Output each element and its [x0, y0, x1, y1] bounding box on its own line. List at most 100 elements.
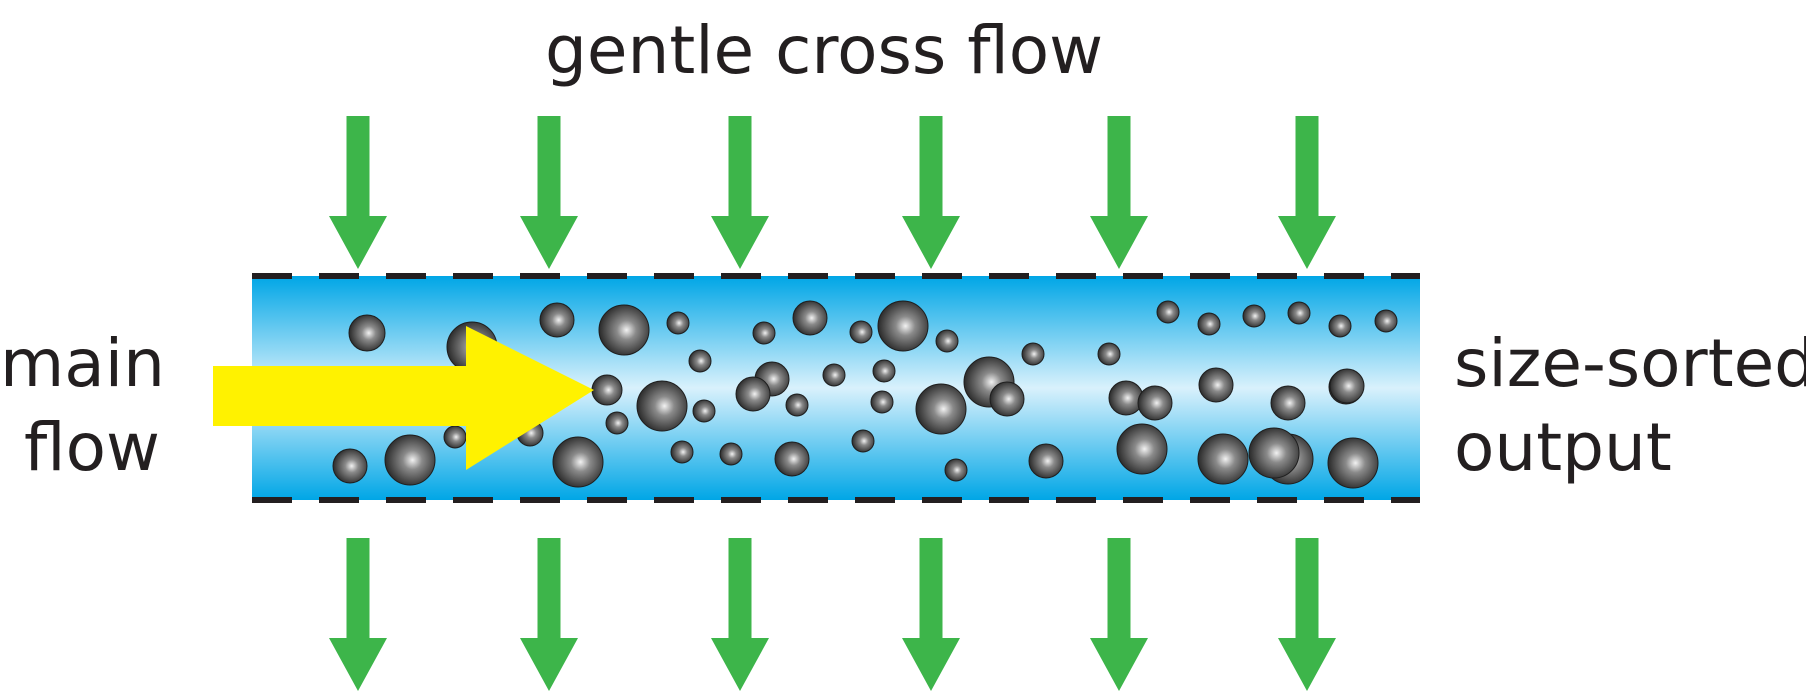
bottom-membrane-segment	[989, 497, 1029, 503]
particle	[877, 300, 929, 352]
bottom-membrane-segment	[1391, 497, 1420, 503]
particle	[1248, 427, 1300, 479]
particles	[332, 300, 1398, 489]
bottom-cross-flow-arrows	[329, 538, 1336, 691]
cross-flow-arrow-in	[902, 116, 960, 269]
cross-flow-arrow-in	[711, 116, 769, 269]
particle	[1137, 385, 1173, 421]
particle	[1156, 300, 1180, 324]
top-membrane-segment	[721, 273, 761, 279]
particle	[785, 393, 809, 417]
top-cross-flow-arrows	[329, 116, 1336, 269]
particle	[1329, 368, 1365, 404]
cross-flow-arrow-out	[1090, 538, 1148, 691]
particle	[1097, 342, 1121, 366]
cross-flow-arrow-in	[520, 116, 578, 269]
particle	[1108, 380, 1144, 416]
bottom-membrane-segment	[922, 497, 962, 503]
particle	[1270, 385, 1306, 421]
top-membrane-segment	[1257, 273, 1297, 279]
particle	[872, 359, 896, 383]
particle	[1327, 437, 1379, 489]
top-membrane-segment	[319, 273, 359, 279]
top-membrane-segment	[453, 273, 493, 279]
cross-flow-arrow-in	[1278, 116, 1336, 269]
particle	[348, 314, 386, 352]
cross-flow-arrow-out	[902, 538, 960, 691]
bottom-membrane-segment	[587, 497, 627, 503]
top-membrane-segment	[654, 273, 694, 279]
particle	[688, 349, 712, 373]
bottom-membrane-segment	[1056, 497, 1096, 503]
particle	[944, 458, 968, 482]
particle	[552, 436, 604, 488]
particle	[591, 374, 623, 406]
particle	[1287, 301, 1311, 325]
particle	[1374, 309, 1398, 333]
cross-flow-arrow-out	[520, 538, 578, 691]
particle	[605, 411, 629, 435]
top-membrane-segment	[788, 273, 828, 279]
output-label: size-sorted output	[1454, 322, 1806, 490]
output-label-line-2: output	[1454, 409, 1672, 486]
particle	[670, 440, 694, 464]
input-label-line-1: main	[0, 325, 165, 402]
top-membrane-segment	[587, 273, 627, 279]
bottom-membrane-segment	[1123, 497, 1163, 503]
particle	[692, 399, 716, 423]
top-membrane-segment	[1324, 273, 1364, 279]
top-membrane-segment	[1123, 273, 1163, 279]
top-membrane-segment	[989, 273, 1029, 279]
top-membrane	[252, 273, 1420, 279]
particle	[539, 302, 575, 338]
particle	[384, 434, 436, 486]
diagram-title: gentle cross flow	[545, 12, 1104, 89]
bottom-membrane	[252, 497, 1420, 503]
particle	[636, 380, 688, 432]
particle	[1116, 423, 1168, 475]
particle	[935, 329, 959, 353]
particle	[915, 383, 967, 435]
particle	[849, 320, 873, 344]
particle	[666, 311, 690, 335]
particle	[774, 441, 810, 477]
bottom-membrane-segment	[855, 497, 895, 503]
particle	[719, 442, 743, 466]
top-membrane-segment	[252, 273, 292, 279]
particle	[735, 376, 771, 412]
bottom-membrane-segment	[453, 497, 493, 503]
bottom-membrane-segment	[520, 497, 560, 503]
bottom-membrane-segment	[1190, 497, 1230, 503]
cross-flow-arrow-out	[711, 538, 769, 691]
particle	[870, 390, 894, 414]
bottom-membrane-segment	[252, 497, 292, 503]
cross-flow-arrow-out	[1278, 538, 1336, 691]
output-label-line-1: size-sorted	[1454, 325, 1806, 402]
bottom-membrane-segment	[1324, 497, 1364, 503]
particle	[989, 381, 1025, 417]
particle	[1021, 342, 1045, 366]
bottom-membrane-segment	[1257, 497, 1297, 503]
top-membrane-segment	[855, 273, 895, 279]
bottom-membrane-segment	[654, 497, 694, 503]
top-membrane-segment	[386, 273, 426, 279]
particle	[443, 425, 467, 449]
particle	[1028, 443, 1064, 479]
particle	[332, 448, 368, 484]
top-membrane-segment	[520, 273, 560, 279]
main-flow-arrow	[213, 326, 594, 470]
cross-flow-arrow-out	[329, 538, 387, 691]
top-membrane-segment	[922, 273, 962, 279]
bottom-membrane-segment	[319, 497, 359, 503]
particle	[752, 321, 776, 345]
top-membrane-segment	[1391, 273, 1420, 279]
particle	[792, 300, 828, 336]
particle	[1198, 367, 1234, 403]
bottom-membrane-segment	[788, 497, 828, 503]
particle	[851, 429, 875, 453]
cross-flow-arrow-in	[1090, 116, 1148, 269]
particle	[1197, 433, 1249, 485]
bottom-membrane-segment	[386, 497, 426, 503]
